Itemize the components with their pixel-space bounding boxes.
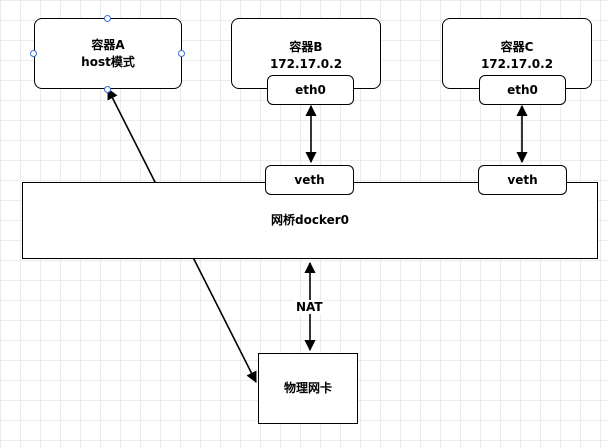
container-c-eth0[interactable]: eth0 [479,75,566,105]
bridge-label: 网桥docker0 [270,213,349,227]
container-c-ip: 172.17.0.2 [480,57,554,71]
physical-nic-label: 物理网卡 [283,381,332,395]
container-a-subtitle: host模式 [81,54,135,69]
nat-label: NAT [294,300,325,314]
bridge-veth-right[interactable]: veth [478,165,567,195]
selection-handle-left[interactable] [30,50,37,57]
selection-handle-right[interactable] [178,50,185,57]
container-b-eth0[interactable]: eth0 [267,75,354,105]
container-a-box[interactable]: 容器A host模式 [34,18,182,89]
selection-handle-top[interactable] [104,15,111,22]
container-b-title: 容器B [289,40,323,54]
bridge-veth-left[interactable]: veth [265,165,354,195]
container-c-title: 容器C [500,40,534,54]
container-a-title: 容器A [91,37,125,52]
physical-nic-box[interactable]: 物理网卡 [258,353,358,424]
selection-handle-bottom[interactable] [104,86,111,93]
container-b-ip: 172.17.0.2 [269,57,343,71]
